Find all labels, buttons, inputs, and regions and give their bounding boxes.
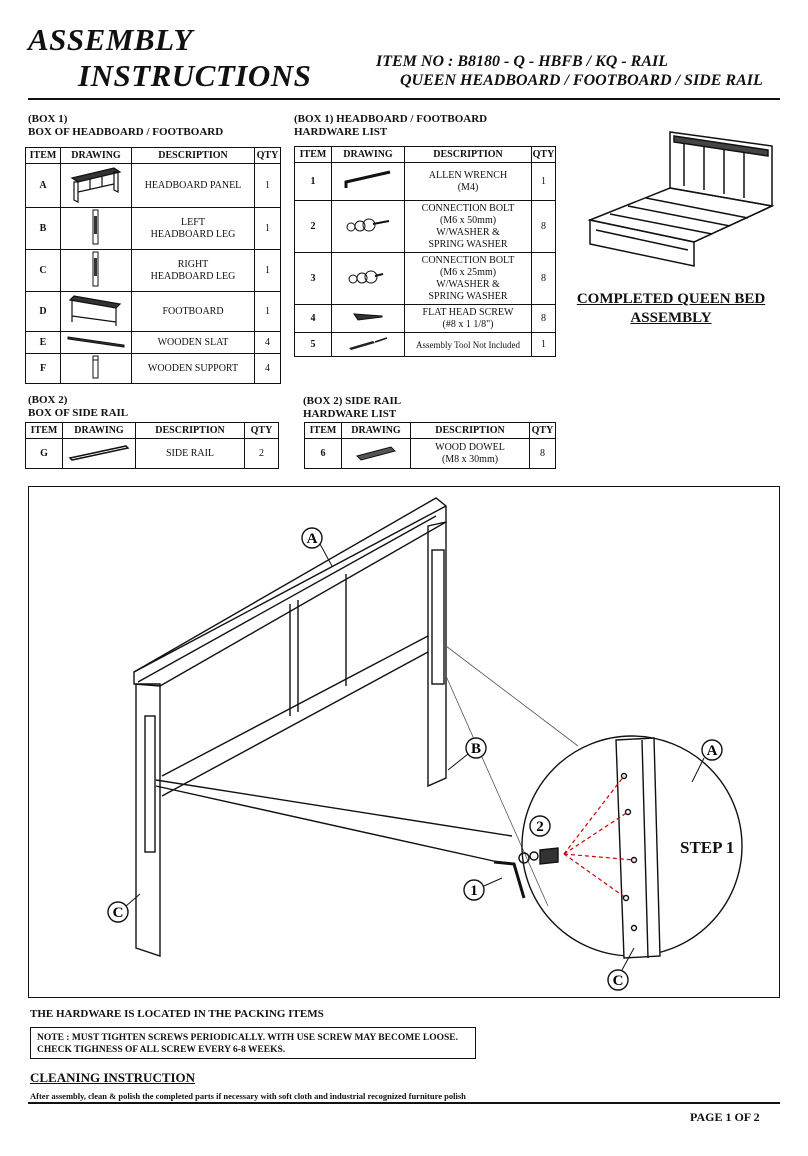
side-rail-drawing — [62, 438, 136, 469]
box2-hardware-table: ITEM DRAWING DESCRIPTION QTY 6 WOOD DOWE… — [304, 422, 556, 469]
callout-c-zoom: C — [613, 973, 624, 989]
wooden-support-drawing — [60, 353, 132, 384]
box1-hardware-label: (BOX 1) HEADBOARD / FOOTBOARD HARDWARE L… — [294, 113, 488, 138]
callout-1: 1 — [470, 883, 478, 899]
connection-bolt-25-drawing — [331, 252, 405, 305]
left-leg-drawing — [60, 207, 132, 250]
table-row: 5 Assembly Tool Not Included 1 — [294, 332, 556, 357]
title-instructions: INSTRUCTIONS — [78, 58, 312, 93]
callout-b: B — [471, 741, 481, 757]
table-row: D FOOTBOARD 1 — [25, 291, 281, 332]
connection-bolt-50-drawing — [331, 200, 405, 253]
completed-bed-label: COMPLETED QUEEN BED ASSEMBLY — [576, 291, 766, 326]
table-row: 6 WOOD DOWEL(M8 x 30mm) 8 — [304, 438, 556, 469]
table-row: G SIDE RAIL 2 — [25, 438, 279, 469]
footboard-drawing — [60, 291, 132, 332]
table-row: E WOODEN SLAT 4 — [25, 331, 281, 354]
flat-head-screw-drawing — [331, 304, 405, 333]
table-row: A HEADBOARD PANEL 1 — [25, 163, 281, 208]
table-row: 3 CONNECTION BOLT(M6 x 25mm)W/WASHER &SP… — [294, 252, 556, 305]
item-description: QUEEN HEADBOARD / FOOTBOARD / SIDE RAIL — [400, 72, 763, 89]
item-number: ITEM NO : B8180 - Q - HBFB / KQ - RAIL — [376, 53, 669, 70]
wooden-slat-drawing — [60, 331, 132, 354]
footer-divider — [28, 1102, 780, 1104]
title-assembly: ASSEMBLY — [28, 22, 193, 57]
box1-label: (BOX 1) BOX OF HEADBOARD / FOOTBOARD — [28, 113, 224, 138]
step1-diagram-box — [28, 486, 780, 998]
callout-c-left: C — [113, 905, 124, 921]
table-row: 1 ALLEN WRENCH(M4) 1 — [294, 162, 556, 201]
box1-parts-table: ITEM DRAWING DESCRIPTION QTY A HEADBOARD… — [25, 147, 281, 384]
wood-dowel-drawing — [341, 438, 411, 469]
tighten-note-box: NOTE : MUST TIGHTEN SCREWS PERIODICALLY.… — [30, 1027, 476, 1059]
table-row: F WOODEN SUPPORT 4 — [25, 353, 281, 384]
callout-a-zoom: A — [707, 743, 718, 759]
right-leg-drawing — [60, 249, 132, 292]
box2-hardware-label: (BOX 2) SIDE RAIL HARDWARE LIST — [303, 395, 402, 420]
callout-2: 2 — [536, 819, 544, 835]
box2-label: (BOX 2) BOX OF SIDE RAIL — [28, 394, 129, 419]
headboard-panel-drawing — [60, 163, 132, 208]
hardware-location-note: THE HARDWARE IS LOCATED IN THE PACKING I… — [30, 1008, 324, 1020]
cleaning-text: After assembly, clean & polish the compl… — [30, 1091, 466, 1101]
box2-parts-table: ITEM DRAWING DESCRIPTION QTY G SIDE RAIL… — [25, 422, 279, 469]
screwdriver-drawing — [331, 332, 405, 357]
table-row: 4 FLAT HEAD SCREW(#8 x 1 1/8") 8 — [294, 304, 556, 333]
header-divider — [28, 98, 780, 100]
page-number: PAGE 1 OF 2 — [690, 1110, 760, 1124]
completed-bed-drawing — [587, 131, 775, 267]
callout-a: A — [307, 531, 318, 547]
box1-hardware-table: ITEM DRAWING DESCRIPTION QTY 1 ALLEN WRE… — [294, 146, 556, 357]
table-row: 2 CONNECTION BOLT(M6 x 50mm)W/WASHER &SP… — [294, 200, 556, 253]
headboard-assembly-drawing: A B C A C 2 1 — [107, 497, 743, 991]
allen-wrench-drawing — [331, 162, 405, 201]
step-label: STEP 1 — [680, 838, 735, 857]
cleaning-title: CLEANING INSTRUCTION — [30, 1070, 196, 1085]
